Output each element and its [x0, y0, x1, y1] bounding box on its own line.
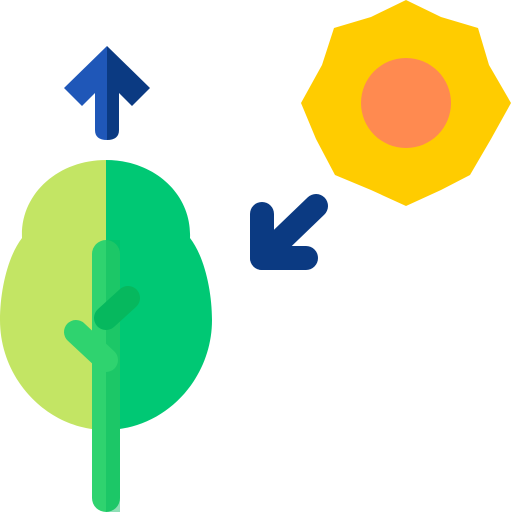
tree-icon: [0, 160, 212, 512]
tree-branch-left: [64, 320, 118, 372]
up-arrow-icon: [64, 46, 150, 140]
tree-canopy-left: [0, 160, 106, 430]
diagonal-arrow-icon: [250, 194, 328, 270]
sun-core: [361, 58, 451, 148]
diagonal-arrow-head: [250, 202, 318, 270]
tree-trunk-shadow: [106, 240, 120, 512]
sun-icon: [301, 0, 511, 206]
up-arrow-left-half: [64, 46, 107, 140]
tree-canopy-right: [106, 160, 212, 430]
tree-branch-right: [94, 286, 140, 330]
up-arrow-right-half: [107, 46, 150, 140]
